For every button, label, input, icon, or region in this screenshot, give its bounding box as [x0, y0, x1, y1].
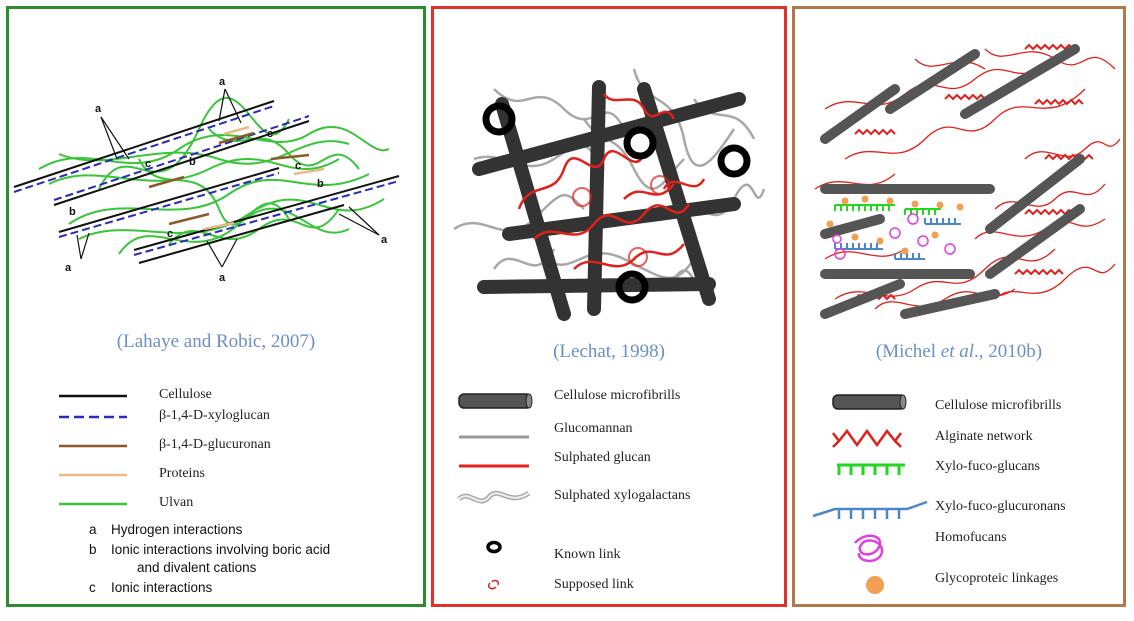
panel-lechat: (Lechat, 1998) Cellulose microfibrills G…	[431, 6, 787, 607]
legend-label-homofucans: Homofucans	[935, 530, 1007, 545]
label-c: c	[167, 228, 173, 240]
xyloglucan-strand	[133, 180, 400, 256]
panel-caption: (Lahaye and Robic, 2007)	[116, 331, 316, 352]
legend-label-glycoproteic: Glycoproteic linkages	[935, 571, 1059, 586]
cellulose-strand	[138, 204, 345, 264]
note-key-b: b	[89, 542, 97, 557]
legend-label-microfibrills: Cellulose microfibrills	[554, 388, 681, 403]
legend-label-sulphated-glucan: Sulphated glucan	[554, 450, 651, 465]
known-link-ring	[615, 270, 649, 304]
legend-label-xylo-fuco-glucuronans: Xylo-fuco-glucuronans	[935, 499, 1066, 514]
microfibril	[587, 80, 606, 316]
microfibril	[985, 204, 1085, 279]
legend-label-supposed-link: Supposed link	[554, 577, 634, 592]
legend-swatches	[812, 394, 928, 594]
known-link-ring	[623, 126, 657, 160]
hemicellulose-cluster	[826, 195, 964, 260]
label-c: c	[145, 158, 151, 170]
protein-segments	[203, 125, 325, 231]
cellulose-microfibrils	[472, 80, 746, 321]
legend-swatch-xylo-fuco-glucuronans	[812, 500, 928, 519]
legend-label-glucuronan: β-1,4-D-glucuronan	[159, 437, 271, 452]
legend-label-alginate: Alginate network	[935, 429, 1033, 444]
panel-michel: (Michel et al., 2010b) Cellulose microfi…	[792, 6, 1126, 607]
microfibril	[472, 92, 746, 176]
microfibril	[985, 154, 1085, 234]
known-link-icon	[486, 540, 502, 554]
label-a: a	[65, 262, 72, 274]
legend-swatch-microfibrills	[832, 394, 906, 410]
legend-label-cellulose: Cellulose	[159, 387, 212, 402]
label-a: a	[381, 234, 388, 246]
diagram-labels: a a a a a b b b c c c c	[65, 76, 388, 284]
legend-swatches	[59, 394, 127, 506]
microfibril	[885, 49, 980, 114]
legend-swatch-microfibrill	[458, 393, 532, 409]
microfibril	[495, 97, 571, 321]
note-text-b: Ionic interactions involving boric acid	[111, 542, 331, 557]
label-a: a	[219, 76, 226, 88]
note-text-b-cont: and divalent cations	[137, 560, 257, 575]
panel-caption: (Michel et al., 2010b)	[795, 341, 1123, 363]
caption-italic: et al	[940, 341, 975, 362]
xyloglucan-strand	[58, 172, 280, 238]
legend-label-proteins: Proteins	[159, 466, 205, 481]
label-a: a	[95, 103, 102, 115]
microfibril	[820, 214, 885, 239]
lechat-network-diagram	[453, 68, 766, 590]
panel-caption: (Lechat, 1998)	[553, 341, 665, 362]
microfibril	[960, 44, 1080, 119]
cellulose-strands	[13, 100, 400, 264]
legend-label-known-link: Known link	[554, 547, 621, 562]
cellulose-strand	[58, 167, 280, 233]
legend-label-glucomannan: Glucomannan	[554, 421, 633, 436]
microfibril	[900, 289, 1000, 319]
known-link-ring	[717, 144, 751, 178]
note-key-a: a	[89, 522, 97, 537]
note-key-c: c	[89, 580, 96, 595]
legend-swatch-xylo-fuco-glucans	[837, 463, 905, 475]
label-c: c	[267, 128, 273, 140]
legend-label-xyloglucan: β-1,4-D-xyloglucan	[159, 408, 270, 423]
microfibril	[477, 277, 716, 294]
cellulose-strand	[53, 120, 310, 206]
legend-label-microfibrills: Cellulose microfibrills	[935, 398, 1062, 413]
legend-label-xylogalactans: Sulphated xylogalactans	[554, 488, 691, 503]
cellulose-strand	[133, 175, 400, 251]
interaction-arrows	[76, 88, 380, 268]
microfibril	[820, 279, 905, 319]
glycoproteic-linkage-icon	[866, 576, 884, 594]
ulvan-chains	[38, 97, 390, 255]
xyloglucan-strand	[53, 115, 310, 201]
label-b: b	[189, 156, 196, 168]
cellulose-strand	[13, 100, 275, 188]
caption-part: ., 2010b)	[974, 341, 1043, 362]
known-links	[482, 102, 751, 304]
cellulose-microfibrils	[820, 44, 1085, 319]
legend-label-ulvan: Ulvan	[159, 495, 194, 510]
microfibril	[820, 84, 900, 144]
note-text-c: Ionic interactions	[111, 580, 213, 595]
legend-swatch-alginate	[832, 428, 902, 448]
sulphated-glucan-chains	[517, 93, 706, 270]
glucuronan-segments	[148, 131, 310, 226]
homofucans-icon	[854, 534, 884, 563]
legend-label-xylo-fuco-glucans: Xylo-fuco-glucans	[935, 459, 1040, 474]
label-b: b	[69, 206, 76, 218]
xyloglucan-strand	[13, 105, 275, 193]
known-link-ring	[482, 102, 516, 136]
ulvan-network-diagram: a a a a a b b b c c c c	[13, 76, 400, 506]
note-text-a: Hydrogen interactions	[111, 522, 243, 537]
panel-lahaye-robic: a a a a a b b b c c c c (Lahaye and Robi…	[6, 6, 426, 607]
caption-part: (Michel	[875, 341, 941, 362]
label-c: c	[295, 160, 301, 172]
label-a: a	[219, 272, 226, 284]
legend-swatches	[457, 393, 533, 590]
supposed-links	[572, 175, 670, 267]
supposed-link-icon	[487, 579, 500, 590]
label-b: b	[317, 178, 324, 190]
michel-network-diagram	[812, 43, 1121, 594]
